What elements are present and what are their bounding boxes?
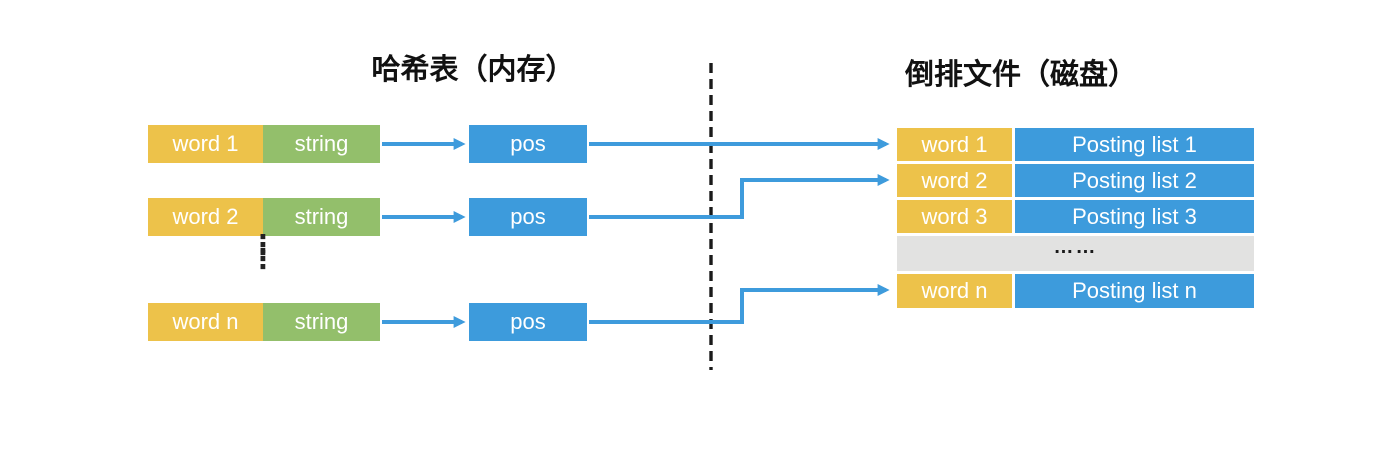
pos-box-1: pos	[469, 125, 587, 163]
string-cell: string	[263, 303, 380, 341]
inverted-file-table: word 1 Posting list 1 word 2 Posting lis…	[897, 128, 1254, 308]
hash-table-row-1: word 1 string	[148, 125, 380, 163]
table-ellipsis-row: ……	[897, 236, 1254, 271]
hash-table-row-2: word 2 string	[148, 198, 380, 236]
posting-list-cell: Posting list 3	[1015, 200, 1254, 233]
word-cell: word 1	[897, 128, 1012, 161]
word-cell: word 3	[897, 200, 1012, 233]
word-cell: word n	[897, 274, 1012, 308]
pos-box-2: pos	[469, 198, 587, 236]
table-row-2: word 2 Posting list 2	[897, 164, 1254, 197]
table-row-3: word 3 Posting list 3	[897, 200, 1254, 233]
pos-box-n: pos	[469, 303, 587, 341]
inverted-file-title: 倒排文件（磁盘）	[904, 59, 1137, 91]
string-cell: string	[263, 198, 380, 236]
string-cell: string	[263, 125, 380, 163]
vertical-ellipsis-icon: ⋮ ⋮	[243, 231, 283, 275]
word-cell: word n	[148, 303, 263, 341]
posting-list-cell: Posting list 1	[1015, 128, 1254, 161]
arrow-pos2-to-postinglist2	[589, 174, 890, 219]
hash-table-title: 哈希表（内存）	[371, 54, 575, 86]
posting-list-cell: Posting list n	[1015, 274, 1254, 308]
arrow-posn-to-postinglistn	[589, 284, 890, 324]
table-row-n: word n Posting list n	[897, 274, 1254, 308]
ellipsis-text: ……	[1053, 236, 1098, 258]
word-cell: word 1	[148, 125, 263, 163]
posting-list-cell: Posting list 2	[1015, 164, 1254, 197]
table-row-1: word 1 Posting list 1	[897, 128, 1254, 161]
word-cell: word 2	[897, 164, 1012, 197]
word-cell: word 2	[148, 198, 263, 236]
vertical-ellipsis-glyph: ⋮	[249, 244, 277, 275]
hash-table-row-n: word n string	[148, 303, 380, 341]
